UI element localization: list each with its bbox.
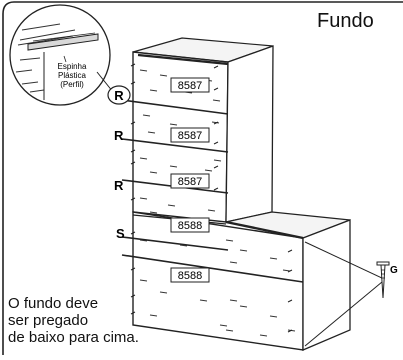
nail-icon xyxy=(376,261,390,299)
panel-label-5: 8588 xyxy=(170,267,210,283)
note-line-1: O fundo deve xyxy=(8,295,99,312)
panel-code: 8588 xyxy=(178,270,202,282)
callout-r1: R xyxy=(107,85,131,105)
left-edge-ticks xyxy=(130,63,136,315)
panel-code: 8587 xyxy=(178,176,202,188)
panel-label-4: 8588 xyxy=(170,217,210,233)
note-line-2: ser pregado xyxy=(8,312,89,329)
note-line-3: de baixo para cima. xyxy=(8,329,139,346)
page-title: Fundo xyxy=(317,10,374,32)
callout-s: S xyxy=(116,226,125,241)
right-edge-ticks xyxy=(213,65,293,333)
callout-letter: R xyxy=(114,88,124,103)
panel-label-3: 8587 xyxy=(170,173,210,189)
callout-letter: S xyxy=(116,226,125,241)
frame-border xyxy=(2,1,403,355)
callout-r3: R xyxy=(114,178,124,193)
panel-code: 8588 xyxy=(178,220,202,232)
nail-leader-lines xyxy=(304,241,383,347)
callout-letter: R xyxy=(114,178,124,193)
inset-label-line-2: Plástica xyxy=(58,71,87,80)
panel-code: 8587 xyxy=(178,80,202,92)
nail-label: G xyxy=(390,265,398,276)
inset-detail: Espinha Plástica (Perfil) xyxy=(9,4,111,106)
panel-label-1: 8587 xyxy=(170,77,210,93)
inset-label-line-3: (Perfil) xyxy=(60,80,84,89)
panel-code: 8587 xyxy=(178,130,202,142)
low-cabinet xyxy=(132,211,351,351)
callout-r2: R xyxy=(114,128,124,143)
panel-label-2: 8587 xyxy=(170,127,210,143)
inset-label-line-1: Espinha xyxy=(58,62,87,71)
instruction-note: O fundo deve ser pregado de baixo para c… xyxy=(8,295,139,346)
callout-letter: R xyxy=(114,128,124,143)
